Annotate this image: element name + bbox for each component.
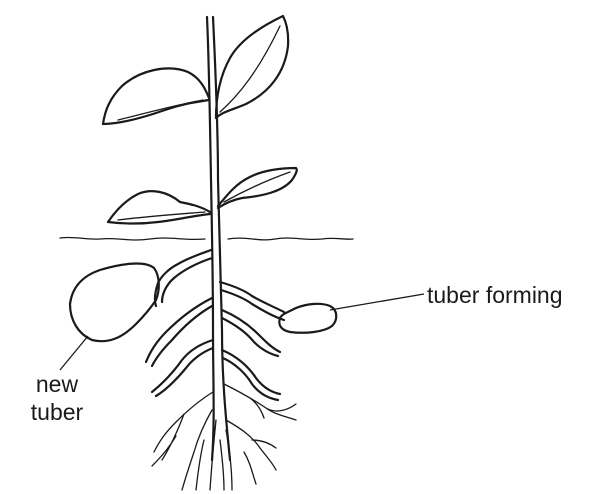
root-right-1 bbox=[222, 310, 280, 352]
label-new-tuber-line2: tuber bbox=[11, 398, 103, 426]
root-left-3 bbox=[154, 392, 213, 452]
leaf-middle-left bbox=[108, 191, 210, 223]
new-tuber bbox=[70, 264, 159, 342]
soil-line bbox=[60, 237, 353, 240]
leaf-upper-left bbox=[103, 68, 209, 124]
label-tuber-forming: tuber forming bbox=[427, 281, 563, 309]
root-left-2 bbox=[152, 340, 213, 392]
root-left-2-edge bbox=[156, 348, 213, 396]
stolon-right bbox=[220, 282, 284, 312]
main-stem-right-edge bbox=[213, 17, 230, 460]
label-new-tuber-line1: new bbox=[11, 370, 103, 398]
tuber-forming bbox=[279, 304, 336, 333]
stolon-right-edge bbox=[221, 290, 284, 320]
root-left-3b bbox=[152, 414, 184, 466]
leaf-upper-left-vein bbox=[118, 100, 203, 120]
root-right-3 bbox=[224, 384, 296, 420]
stolon-left-edge bbox=[162, 258, 212, 302]
leader-line-tuber-forming bbox=[330, 294, 424, 310]
leader-line-new-tuber bbox=[60, 336, 88, 370]
leaf-upper-right-vein bbox=[220, 26, 280, 112]
label-new-tuber: new tuber bbox=[11, 370, 103, 426]
root-right-1-edge bbox=[222, 318, 278, 356]
root-right-2-edge bbox=[223, 358, 278, 400]
root-right-4 bbox=[226, 420, 276, 484]
